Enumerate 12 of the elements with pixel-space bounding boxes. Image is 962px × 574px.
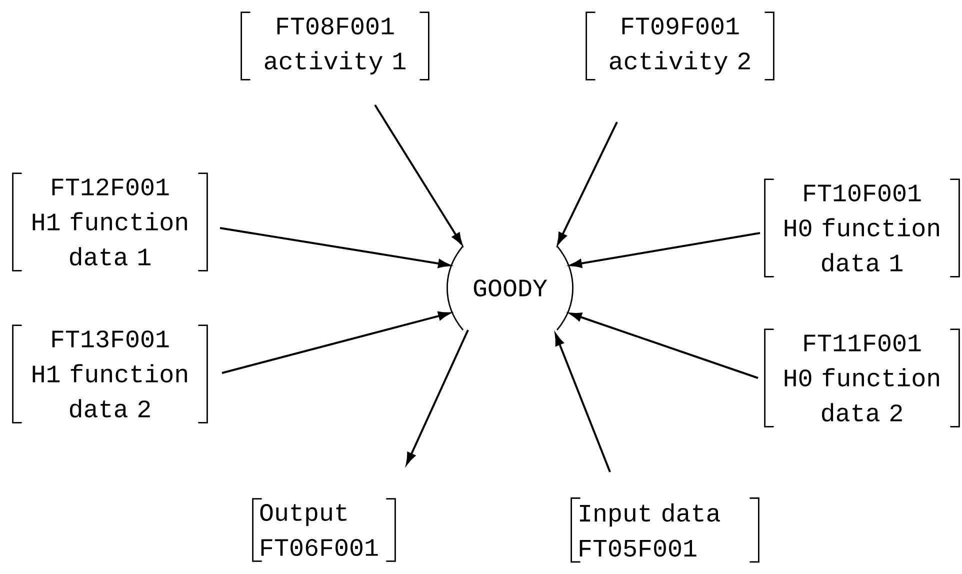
program-label: GOODY — [446, 246, 574, 330]
bracketed-box: FT10F001 H0 function data 1 — [764, 178, 960, 278]
arrow — [374, 104, 462, 245]
bracketed-box: FT12F001 H1 function data 1 — [12, 172, 208, 272]
bracketed-box: FT09F001 activity 2 — [586, 12, 774, 80]
bracketed-box: FT11F001 H0 function data 2 — [764, 328, 960, 428]
bracketed-box: FT08F001 activity 1 — [240, 12, 430, 80]
arrow — [557, 122, 618, 245]
bracketed-box: Input data FT05F001 — [570, 497, 760, 563]
bracketed-box: Output FT06F001 — [252, 498, 396, 562]
bracketed-box: FT13F001 H1 function data 2 — [12, 324, 208, 424]
arrow — [406, 330, 469, 465]
